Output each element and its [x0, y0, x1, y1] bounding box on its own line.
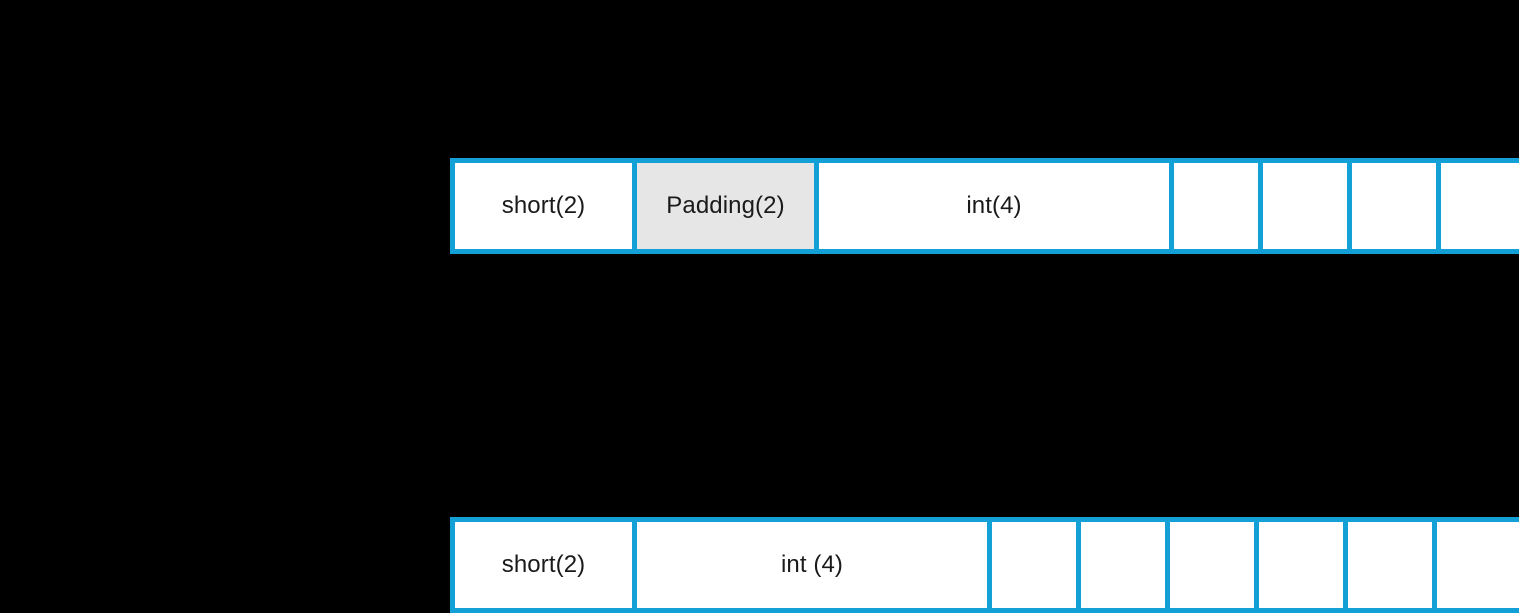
memory-cell-empty: [1263, 163, 1347, 249]
memory-cell-empty: [1170, 522, 1254, 608]
memory-cell-empty: [1174, 163, 1258, 249]
memory-cell-empty: [1259, 522, 1343, 608]
memory-cell-padding: Padding(2): [637, 163, 814, 249]
memory-cell-field: int (4): [637, 522, 987, 608]
memory-cell-field: short(2): [455, 522, 632, 608]
memory-cell-empty: [1352, 163, 1436, 249]
memory-row-without-padding: short(2)int (4): [450, 517, 1519, 613]
memory-cell-empty: [1081, 522, 1165, 608]
memory-cell-empty: [992, 522, 1076, 608]
memory-cell-empty: [1348, 522, 1432, 608]
memory-cell-empty: [1441, 163, 1519, 249]
memory-cell-field: short(2): [455, 163, 632, 249]
memory-row-with-padding: short(2)Padding(2)int(4): [450, 158, 1519, 254]
memory-cell-field: int(4): [819, 163, 1169, 249]
memory-cell-empty: [1437, 522, 1519, 608]
